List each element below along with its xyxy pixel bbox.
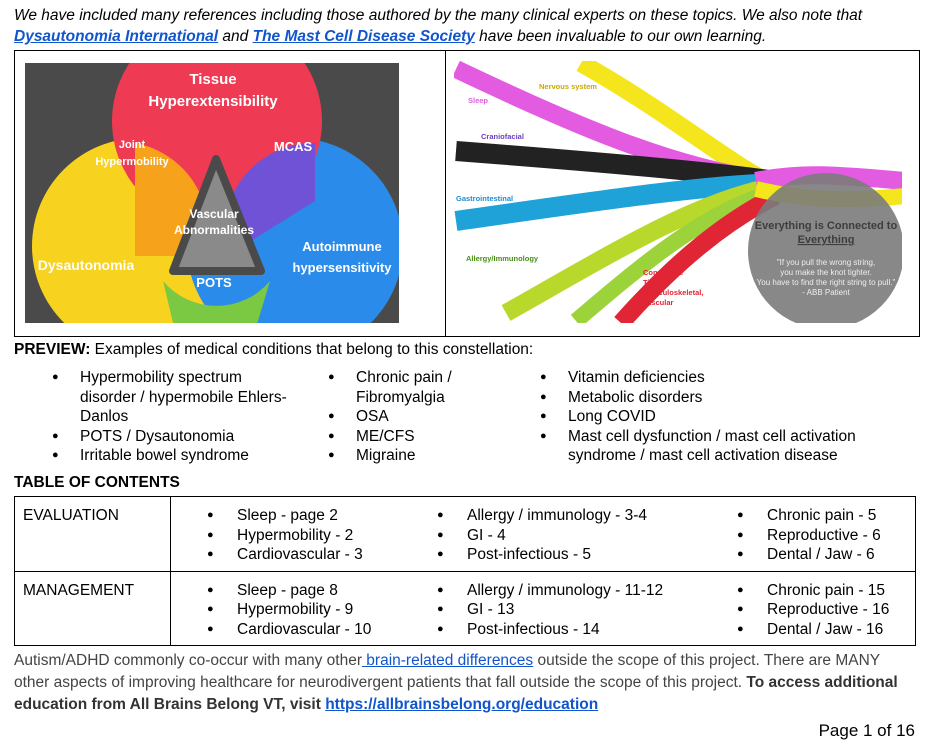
condition-item: ME/CFS [328, 427, 518, 447]
toc-entry[interactable]: Chronic pain - 15 [737, 581, 907, 601]
conditions-column-1: Hypermobility spectrum disorder / hyperm… [52, 368, 292, 466]
preview-text: Examples of medical conditions that belo… [90, 341, 534, 358]
toc-entry[interactable]: Sleep - page 8 [207, 581, 437, 601]
toc-entry[interactable]: Sleep - page 2 [207, 506, 437, 526]
label-craniofacial: Craniofacial [481, 132, 524, 141]
circle-title-1: Everything is Connected to [755, 220, 898, 232]
venn-label-autoimmune: Autoimmune [302, 239, 381, 254]
intro-text: We have included many references includi… [14, 7, 863, 24]
outro-paragraph: Autism/ADHD commonly co-occur with many … [14, 650, 914, 716]
toc-entry[interactable]: Post-infectious - 5 [437, 545, 737, 565]
label-connective-4: vascular [643, 298, 674, 307]
dysautonomia-international-link[interactable]: Dysautonomia International [14, 28, 219, 45]
venn-diagram: Tissue Hyperextensibility Joint Hypermob… [15, 16, 445, 354]
venn-label-pots: POTS [196, 275, 232, 290]
toc-entry[interactable]: Hypermobility - 2 [207, 526, 437, 546]
toc-row-management: MANAGEMENT Sleep - page 8 Hypermobility … [14, 570, 916, 646]
page-number: Page 1 of 16 [818, 721, 915, 740]
toc-entry[interactable]: Dental / Jaw - 6 [737, 545, 907, 565]
quote-line-1: "If you pull the wrong string, [777, 258, 875, 267]
venn-label-hyperextensibility: Hyperextensibility [148, 93, 278, 110]
condition-item: Irritable bowel syndrome [52, 446, 292, 466]
toc-entry[interactable]: Dental / Jaw - 16 [737, 620, 907, 640]
conditions-column-3: Vitamin deficiencies Metabolic disorders… [540, 368, 900, 466]
toc-table: EVALUATION Sleep - page 2 Hypermobility … [14, 496, 916, 646]
venn-label-abnormalities: Abnormalities [174, 223, 254, 237]
connected-strings-image: Nervous system Sleep Craniofacial Gastro… [454, 61, 902, 323]
venn-label-joint: Joint [119, 139, 146, 151]
label-gastrointestinal: Gastrointestinal [456, 194, 513, 203]
condition-item: Vitamin deficiencies [540, 368, 900, 388]
outro-text: Autism/ADHD commonly co-occur with many … [14, 652, 362, 669]
toc-entry[interactable]: Allergy / immunology - 11-12 [437, 581, 737, 601]
venn-label-mcas: MCAS [274, 139, 313, 154]
toc-row-entries: Sleep - page 8 Hypermobility - 9 Cardiov… [170, 570, 916, 646]
toc-row-evaluation: EVALUATION Sleep - page 2 Hypermobility … [14, 496, 916, 572]
intro-paragraph: We have included many references includi… [14, 5, 924, 47]
toc-row-label: EVALUATION [14, 496, 171, 572]
venn-diagram-cell: Tissue Hyperextensibility Joint Hypermob… [15, 16, 445, 354]
toc-entry[interactable]: Hypermobility - 9 [207, 600, 437, 620]
outro-bold-text: To access additional education from All … [14, 674, 898, 713]
mast-cell-society-link[interactable]: The Mast Cell Disease Society [252, 28, 475, 45]
label-connective-1: Connective [643, 268, 683, 277]
toc-entry[interactable]: Reproductive - 16 [737, 600, 907, 620]
toc-entry[interactable]: Cardiovascular - 10 [207, 620, 437, 640]
toc-entry[interactable]: Cardiovascular - 3 [207, 545, 437, 565]
condition-item: Chronic pain / Fibromyalgia [328, 368, 518, 407]
condition-item: Metabolic disorders [540, 388, 900, 408]
label-sleep: Sleep [468, 96, 488, 105]
education-link[interactable]: https://allbrainsbelong.org/education [325, 696, 599, 713]
condition-item: Migraine [328, 446, 518, 466]
toc-row-entries: Sleep - page 2 Hypermobility - 2 Cardiov… [170, 496, 916, 572]
venn-label-hypermobility: Hypermobility [95, 156, 169, 168]
strings-image-cell: Nervous system Sleep Craniofacial Gastro… [445, 51, 920, 336]
image-row: Tissue Hyperextensibility Joint Hypermob… [14, 16, 920, 354]
label-connective-2: Tissue [643, 278, 667, 287]
toc-entry[interactable]: GI - 4 [437, 526, 737, 546]
quote-line-3: You have to find the right string to pul… [757, 278, 896, 287]
toc-row-label: MANAGEMENT [14, 570, 171, 646]
label-allergy-immunology: Allergy/Immunology [466, 254, 539, 263]
intro-text-and: and [218, 28, 253, 45]
preview-label: PREVIEW: [14, 341, 91, 358]
toc-entry[interactable]: Post-infectious - 14 [437, 620, 737, 640]
toc-title: TABLE OF CONTENTS [14, 474, 180, 491]
toc-entry[interactable]: Allergy / immunology - 3-4 [437, 506, 737, 526]
condition-item: Long COVID [540, 407, 900, 427]
toc-entry[interactable]: GI - 13 [437, 600, 737, 620]
conditions-column-2: Chronic pain / Fibromyalgia OSA ME/CFS M… [328, 368, 518, 466]
brain-related-differences-link[interactable]: brain-related differences [362, 652, 534, 669]
condition-item: POTS / Dysautonomia [52, 427, 292, 447]
condition-item: Hypermobility spectrum disorder / hyperm… [52, 368, 292, 427]
venn-label-dysautonomia: Dysautonomia [38, 257, 135, 273]
venn-label-vascular: Vascular [189, 207, 239, 221]
outro-text-2: outside the scope of this project. There… [14, 652, 880, 691]
venn-label-tissue: Tissue [189, 71, 236, 88]
label-nervous-system: Nervous system [539, 82, 597, 91]
condition-item: Mast cell dysfunction / mast cell activa… [540, 427, 900, 466]
label-connective-3: musculoskeletal, [643, 288, 703, 297]
quote-line-4: - ABB Patient [802, 288, 850, 297]
condition-item: OSA [328, 407, 518, 427]
circle-title-2: Everything [798, 234, 855, 246]
toc-entry[interactable]: Reproductive - 6 [737, 526, 907, 546]
preview-line: PREVIEW: Examples of medical conditions … [14, 341, 533, 359]
venn-label-hypersensitivity: hypersensitivity [293, 260, 393, 275]
intro-text-end: have been invaluable to our own learning… [474, 28, 767, 45]
toc-entry[interactable]: Chronic pain - 5 [737, 506, 907, 526]
quote-line-2: you make the knot tighter. [780, 268, 872, 277]
